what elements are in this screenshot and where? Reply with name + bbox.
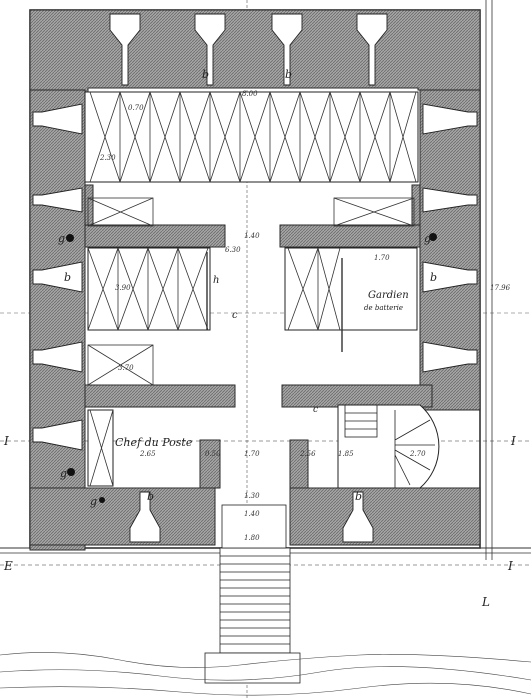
dim-390: 3.90: [115, 284, 131, 292]
label-b: b: [430, 271, 437, 284]
dim-265: 2.65: [139, 450, 156, 458]
ring-dot: [99, 497, 105, 503]
ground-texture: [0, 652, 531, 696]
dim-140b: 1.40: [244, 510, 260, 518]
staircase-spiral: [344, 404, 435, 488]
label-b: b: [355, 490, 362, 503]
embrasures-top: [109, 13, 388, 86]
dim-230: 2.30: [99, 154, 116, 162]
dim-270: 2.70: [409, 450, 426, 458]
gun-rings: [66, 233, 437, 503]
dim-180: 1.80: [244, 534, 260, 542]
dim-top-width: 8.00: [242, 90, 258, 98]
dim-140: 1.40: [244, 232, 260, 240]
label-h: h: [213, 275, 219, 286]
label-b: b: [147, 490, 154, 503]
dim-185: 1.85: [338, 450, 354, 458]
section-mark-I: I: [3, 434, 9, 448]
bunk-beds: [87, 91, 417, 487]
embrasures-side: [32, 103, 478, 543]
label-c: c: [232, 310, 238, 321]
label-g: g: [60, 467, 67, 480]
label-gardien: Gardien: [368, 290, 409, 301]
section-mark-I-bottom: I: [507, 559, 513, 573]
label-c: c: [313, 405, 318, 415]
dim-170b: 1.70: [244, 450, 260, 458]
label-g: g: [58, 232, 65, 245]
dim-170: 1.70: [374, 254, 390, 262]
section-mark-L: L: [481, 595, 490, 609]
ring-dot: [66, 234, 74, 242]
dim-1796: 17.96: [490, 284, 511, 292]
label-g: g: [424, 232, 431, 245]
dim-050: 0.50: [205, 450, 221, 458]
section-mark-I-right: I: [510, 434, 516, 448]
ring-dot: [429, 233, 437, 241]
label-b: b: [285, 68, 292, 81]
label-g: g: [90, 495, 97, 508]
letter-labels: b b b b b b g g g g c c h Chef du Poste …: [3, 68, 516, 609]
label-gardien-sub: de batterie: [364, 304, 403, 312]
label-b: b: [202, 68, 209, 81]
staircase-main: [204, 504, 301, 684]
label-b: b: [64, 271, 71, 284]
section-mark-E: E: [3, 559, 13, 573]
dim-370: 3.70: [118, 364, 134, 372]
dim-130: 1.30: [244, 492, 260, 500]
dim-630: 6.30: [225, 246, 241, 254]
dimension-labels: 8.00 0.70 2.30 1.40 6.30 1.70 3.90 3.70 …: [99, 90, 511, 542]
ring-dot: [67, 468, 75, 476]
dim-070: 0.70: [128, 104, 144, 112]
label-chef-du-poste: Chef du Poste: [115, 436, 193, 449]
dim-256: 2.56: [299, 450, 316, 458]
